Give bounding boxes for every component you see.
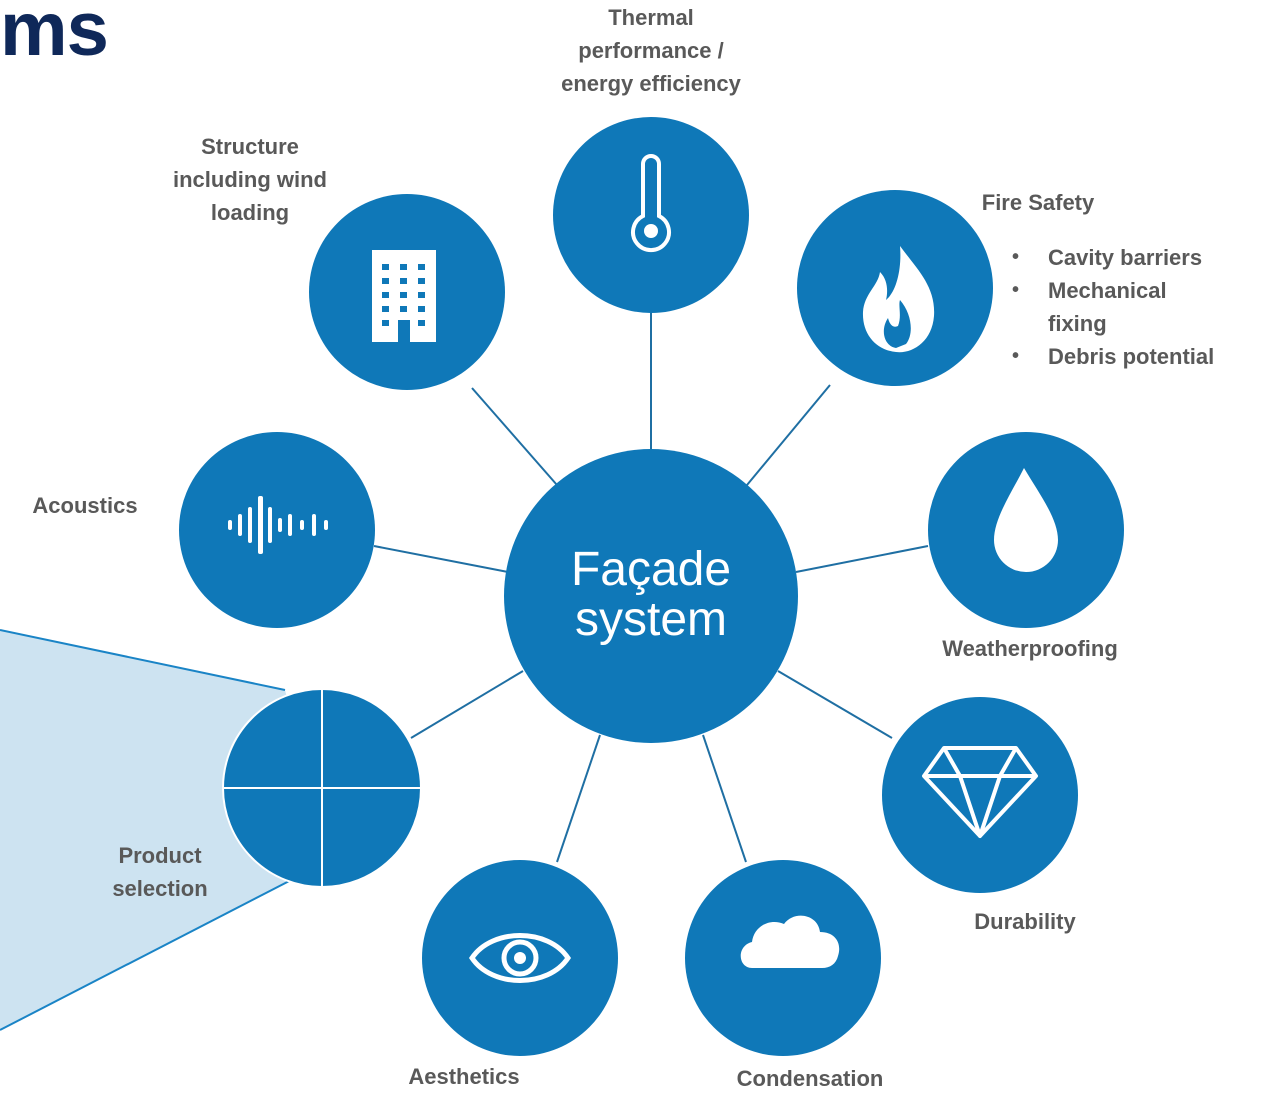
thermal-circle: [553, 117, 749, 313]
structure-label-line3: loading: [210, 200, 290, 225]
aesthetics-label: Aesthetics: [408, 1064, 520, 1089]
fire-bullet-item: Cavity barriers: [1010, 241, 1270, 274]
connector-fire: [746, 384, 831, 486]
thermal-label-line2: performance /: [578, 38, 724, 63]
acoustics-label: Acoustics: [32, 493, 138, 518]
eye-icon: [468, 933, 572, 983]
connector-product: [410, 670, 524, 739]
callout-edge-bottom: [0, 859, 331, 1031]
fire-bullets: Cavity barriers Mechanical fixing Debris…: [1010, 241, 1270, 373]
connector-durability: [777, 670, 893, 739]
connector-aesthetics: [556, 734, 601, 863]
structure-label-line2: including wind: [173, 167, 327, 192]
callout-edge-top: [0, 629, 286, 691]
sound-wave-icon: [228, 496, 328, 554]
thermometer-icon: [631, 154, 671, 253]
fire-label: Fire Safety: [981, 190, 1095, 215]
weather-label: Weatherproofing: [942, 636, 1118, 661]
flame-icon: [862, 246, 935, 353]
structure-label-line1: Structure: [201, 134, 299, 159]
water-drop-icon: [994, 468, 1058, 572]
quadrant-icon: [223, 689, 421, 887]
center-circle: [504, 449, 798, 743]
structure-label: Structure including wind loading: [140, 130, 360, 229]
connector-acoustics: [373, 545, 509, 573]
fire-bullet-item: Mechanical fixing: [1010, 274, 1228, 340]
thermal-label: Thermal performance / energy efficiency: [526, 1, 776, 100]
condensation-label: Condensation: [736, 1066, 884, 1091]
center-label: Façade system: [531, 545, 771, 645]
thermal-label-line3: energy efficiency: [561, 71, 741, 96]
product-label-line1: Product: [118, 843, 202, 868]
diamond-icon: [922, 746, 1038, 838]
durability-circle: [882, 697, 1078, 893]
product-label: Product selection: [85, 839, 235, 905]
page-title: ms: [0, 0, 109, 72]
durability-label: Durability: [974, 909, 1076, 934]
fire-bullet-item: Debris potential: [1010, 340, 1270, 373]
connector-condensation: [702, 734, 747, 863]
center-label-line1: Façade: [570, 543, 732, 596]
center-label-line2: system: [574, 593, 727, 646]
thermal-label-line1: Thermal: [608, 5, 694, 30]
acoustics-circle: [179, 432, 375, 628]
building-icon: [372, 250, 436, 342]
cloud-icon: [740, 915, 840, 968]
connector-weather: [795, 545, 929, 573]
connector-structure: [471, 387, 558, 486]
product-label-line2: selection: [112, 876, 208, 901]
